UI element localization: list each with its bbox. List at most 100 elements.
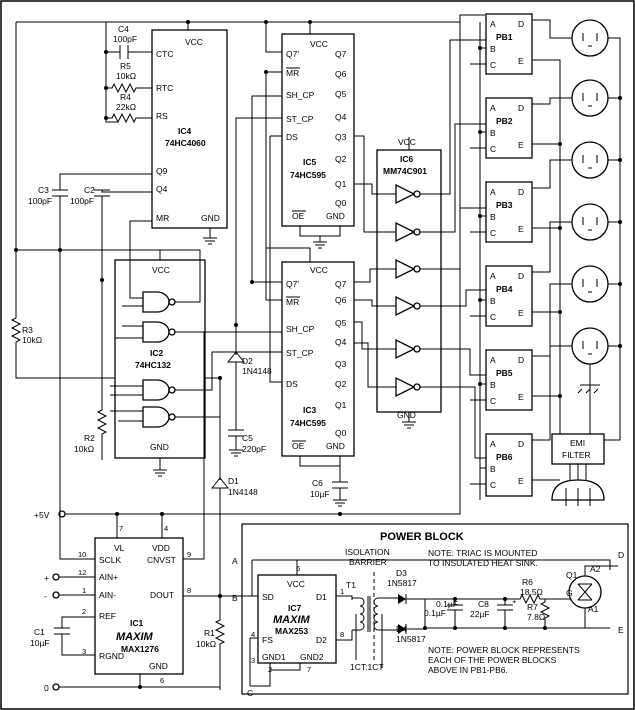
outlets	[571, 19, 609, 365]
ic5-gnd-label: GND	[326, 211, 345, 221]
svg-text:D: D	[518, 271, 524, 281]
svg-text:D: D	[518, 187, 524, 197]
ic4-mr-label: MR	[156, 213, 169, 223]
d2-value: 1N4148	[242, 366, 272, 376]
svg-text:C: C	[490, 312, 496, 322]
r5-value: 10kΩ	[116, 71, 136, 81]
svg-text:7: 7	[307, 665, 311, 674]
svg-text:EMI: EMI	[570, 438, 585, 448]
d2-c5-d1: D2 1N4148 C5 220pF D1 1N4148	[210, 325, 272, 555]
svg-text:R7: R7	[527, 602, 538, 612]
ic2-gnd-label: GND	[150, 442, 169, 452]
svg-text:C: C	[490, 228, 496, 238]
svg-text:T1: T1	[346, 580, 356, 590]
ic1-cnvst-label: CNVST	[147, 555, 176, 565]
svg-text:A: A	[232, 556, 238, 566]
ic4-ctc-label: CTC	[156, 49, 173, 59]
svg-text:SD: SD	[262, 592, 274, 602]
svg-text:2: 2	[82, 607, 86, 616]
ic4-ref: IC4	[178, 126, 192, 136]
svg-text:IC7: IC7	[288, 603, 302, 613]
svg-text:D: D	[518, 355, 524, 365]
ic4-q9-label: Q9	[156, 166, 168, 176]
ic3-ds-label: DS	[286, 379, 298, 389]
svg-text:E: E	[518, 224, 524, 234]
ic3-q0-label: Q0	[335, 428, 347, 438]
svg-text:+: +	[512, 597, 517, 606]
d2-label: D2	[242, 356, 253, 366]
ic4-part: 74HC4060	[165, 138, 206, 148]
svg-text:EACH OF THE POWER BLOCKS: EACH OF THE POWER BLOCKS	[428, 655, 557, 665]
plus5v-label: +5V	[34, 510, 50, 520]
ic3-q2-label: Q2	[335, 379, 347, 389]
svg-text:A: A	[490, 103, 496, 113]
svg-text:ISOLATION: ISOLATION	[345, 547, 390, 557]
d3-d4-diodes: D3 1N5817 D4 1N5817	[387, 568, 426, 644]
r1-label: R1	[204, 628, 215, 638]
svg-text:GND1: GND1	[262, 652, 286, 662]
ic3-q3-label: Q3	[335, 359, 347, 369]
svg-text:C: C	[490, 396, 496, 406]
svg-text:A1: A1	[588, 604, 599, 614]
svg-text:A: A	[490, 187, 496, 197]
ic7-chip: VCC SD IC7 MAXIM MAX253 FS GND1 GND2 D1 …	[257, 574, 337, 664]
svg-text:GND2: GND2	[300, 652, 324, 662]
svg-text:G: G	[566, 588, 573, 598]
svg-text:C: C	[490, 144, 496, 154]
svg-text:10: 10	[78, 550, 86, 559]
svg-text:C: C	[490, 480, 496, 490]
ic5-q4-label: Q4	[335, 112, 347, 122]
svg-text:7.8Ω: 7.8Ω	[527, 612, 545, 622]
svg-text:BARRIER: BARRIER	[349, 557, 387, 567]
svg-text:D: D	[518, 439, 524, 449]
svg-text:R6: R6	[522, 577, 533, 587]
svg-text:B: B	[490, 464, 496, 474]
ic5-q6-label: Q6	[335, 69, 347, 79]
svg-text:VCC: VCC	[287, 579, 305, 589]
svg-text:8: 8	[187, 586, 191, 595]
svg-text:A: A	[490, 271, 496, 281]
ic3-q1-label: Q1	[335, 400, 347, 410]
c5-label: C5	[242, 433, 253, 443]
ain-plus-label: +	[44, 573, 49, 583]
svg-text:NOTE: TRIAC IS MOUNTED: NOTE: TRIAC IS MOUNTED	[428, 548, 537, 558]
ic1-dout-label: DOUT	[150, 590, 174, 600]
svg-text:1: 1	[340, 587, 344, 596]
ic4-vcc-label: VCC	[185, 37, 203, 47]
c3-value: 100pF	[28, 196, 52, 206]
pb3-block: PB3 A B C D E	[485, 181, 533, 243]
svg-text:9: 9	[187, 550, 191, 559]
plus5v-rail: +5V C6 10µF	[34, 22, 461, 520]
c2-value: 100pF	[70, 196, 94, 206]
svg-text:MAXIM: MAXIM	[273, 614, 311, 626]
ic3-q5-label: Q5	[335, 318, 347, 328]
ic3-q4-label: Q4	[335, 337, 347, 347]
ic1-ref-label: REF	[99, 611, 116, 621]
svg-text:PB2: PB2	[496, 116, 513, 126]
svg-text:POWER BLOCK: POWER BLOCK	[380, 531, 464, 543]
svg-text:E: E	[518, 140, 524, 150]
pb4-block: PB4 A B C D E	[485, 265, 533, 327]
ic5-ref: IC5	[303, 157, 317, 167]
svg-text:12: 12	[78, 568, 86, 577]
ic5-chip: VCC Q7' MR SH_CP ST_CP DS Q7 Q6 Q5 Q4 Q3…	[281, 33, 355, 227]
ain-minus-label: -	[44, 591, 47, 601]
svg-text:MAX253: MAX253	[275, 626, 308, 636]
ic1-vl-label: VL	[114, 543, 125, 553]
ic4-rs-label: RS	[156, 111, 168, 121]
d1-label: D1	[228, 476, 239, 486]
ic3-q7-label: Q7	[335, 279, 347, 289]
ic6-ref: IC6	[400, 154, 414, 164]
ic1-ainm-label: AIN-	[99, 590, 116, 600]
r3-value: 10kΩ	[22, 335, 42, 345]
ic4-gnd-label: GND	[201, 213, 220, 223]
c3-c2-capacitors: C3 100pF C2 100pF	[28, 173, 152, 280]
svg-text:4: 4	[164, 524, 168, 533]
svg-text:A: A	[490, 19, 496, 29]
c1-value: 10µF	[30, 638, 50, 648]
svg-text:FILTER: FILTER	[562, 450, 591, 460]
svg-text:8: 8	[340, 630, 344, 639]
svg-text:PB6: PB6	[496, 452, 513, 462]
svg-text:B: B	[232, 593, 238, 603]
svg-text:A2: A2	[590, 564, 601, 574]
